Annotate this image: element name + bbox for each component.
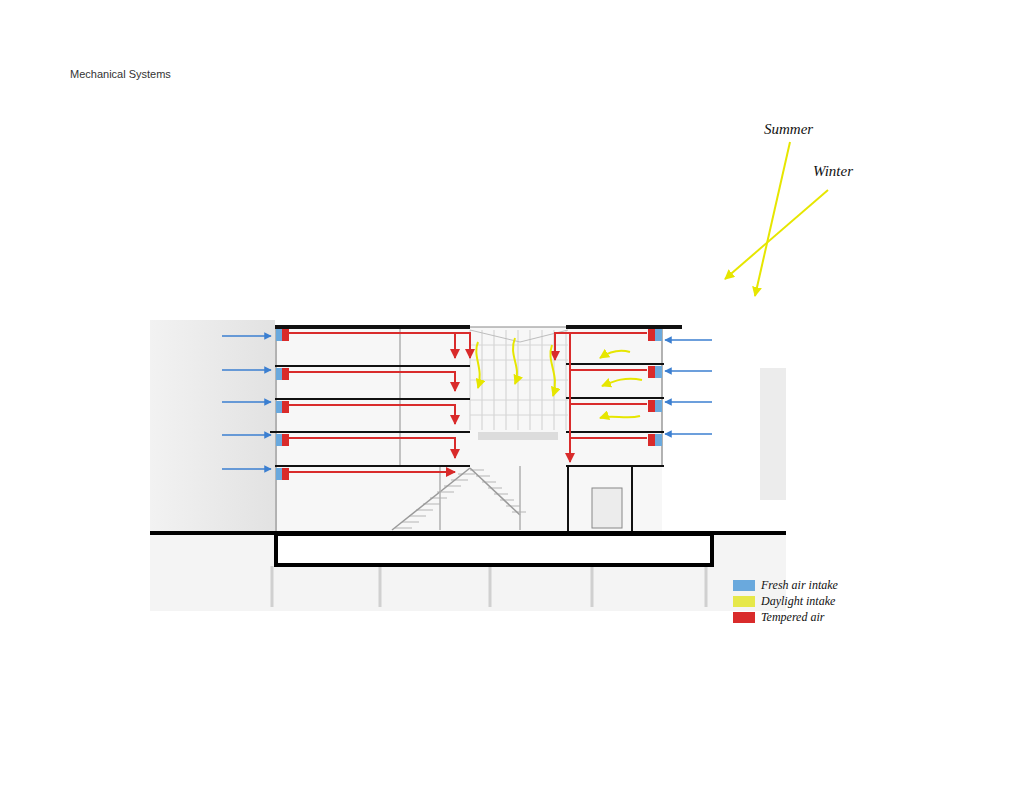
floor-slab: [270, 431, 470, 433]
fresh-air-unit: [276, 329, 282, 341]
floor-slab: [275, 365, 470, 367]
stair: [392, 468, 526, 530]
legend: Fresh air intakeDaylight intakeTempered …: [733, 577, 838, 625]
season-label: Summer: [764, 121, 813, 138]
legend-text: Fresh air intake: [761, 578, 838, 593]
fresh-air-unit: [655, 400, 662, 412]
floor-slab: [566, 431, 664, 433]
legend-row: Fresh air intake: [733, 577, 838, 593]
pile: [591, 566, 594, 607]
tempered-air-duct: [455, 333, 470, 358]
tempered-air-unit: [282, 434, 289, 446]
pile: [705, 566, 708, 607]
wall: [399, 327, 401, 466]
daylight-arrow: [513, 338, 517, 384]
daylight-arrow: [550, 345, 555, 396]
legend-row: Daylight intake: [733, 593, 838, 609]
tempered-air-duct: [289, 471, 455, 473]
core: [568, 466, 632, 532]
interior: [276, 327, 662, 532]
ground-zone: [150, 533, 786, 611]
winter-sun-ray: [725, 190, 828, 279]
fresh-air-unit: [655, 434, 662, 446]
legend-row: Tempered air: [733, 609, 838, 625]
tempered-air-duct: [570, 403, 647, 405]
legend-swatch: [733, 612, 755, 623]
neighbour-building: [760, 368, 786, 500]
legend-swatch: [733, 596, 755, 607]
fresh-air-unit: [276, 368, 282, 380]
season-label: Winter: [813, 163, 853, 180]
tempered-air-duct: [570, 437, 647, 439]
daylight-arrow: [602, 379, 642, 386]
fresh-air-unit: [655, 329, 662, 341]
tempered-air-duct: [570, 369, 647, 371]
tempered-air-unit: [282, 401, 289, 413]
summer-sun-ray: [755, 142, 790, 296]
tempered-air-unit: [648, 400, 655, 412]
fresh-air-arrow: [665, 401, 712, 403]
atrium-structure: [470, 330, 568, 440]
fresh-air-unit: [276, 468, 282, 480]
tempered-air-duct: [570, 332, 647, 334]
tempered-air-unit: [648, 366, 655, 378]
floor-slab: [566, 363, 664, 365]
fresh-air-unit: [655, 366, 662, 378]
wall: [519, 466, 521, 530]
fresh-air-arrow: [665, 339, 712, 341]
floor-slab: [275, 398, 470, 400]
tempered-air-duct: [289, 333, 455, 358]
floor-slab: [566, 325, 682, 329]
tempered-air-unit: [282, 368, 289, 380]
fresh-air-arrow: [222, 335, 271, 337]
diagram-title: Mechanical Systems: [70, 68, 171, 80]
skylight: [470, 327, 566, 328]
floor-slab: [275, 325, 470, 329]
wall: [439, 466, 441, 530]
basement: [276, 534, 712, 565]
floor-slab: [275, 465, 470, 467]
tempered-air-duct: [289, 372, 455, 391]
pile: [379, 566, 382, 607]
daylight-arrow: [600, 416, 640, 418]
tempered-air-duct: [569, 333, 571, 462]
tempered-air-unit: [648, 434, 655, 446]
fresh-air-unit: [276, 401, 282, 413]
fresh-air-unit: [276, 434, 282, 446]
floor-slab: [566, 397, 664, 399]
tempered-air-unit: [282, 468, 289, 480]
pile: [271, 566, 274, 607]
legend-swatch: [733, 580, 755, 591]
fresh-air-arrow: [222, 468, 271, 470]
fresh-air-arrow: [222, 401, 271, 403]
tempered-air-duct: [289, 405, 455, 424]
fresh-air-arrow: [222, 369, 271, 371]
pile: [489, 566, 492, 607]
legend-text: Daylight intake: [761, 594, 835, 609]
daylight-arrow: [600, 351, 630, 358]
tempered-air-unit: [648, 329, 655, 341]
tempered-air-unit: [282, 329, 289, 341]
fresh-air-arrow: [665, 370, 712, 372]
fresh-air-arrow: [222, 434, 271, 436]
elevator-door: [592, 488, 622, 528]
tempered-air-duct: [555, 333, 570, 360]
tempered-air-duct: [289, 438, 455, 458]
fresh-air-arrow: [665, 433, 712, 435]
legend-text: Tempered air: [761, 610, 824, 625]
daylight-arrow: [476, 342, 479, 388]
facade: [275, 327, 277, 532]
neighbour-building: [150, 320, 275, 532]
